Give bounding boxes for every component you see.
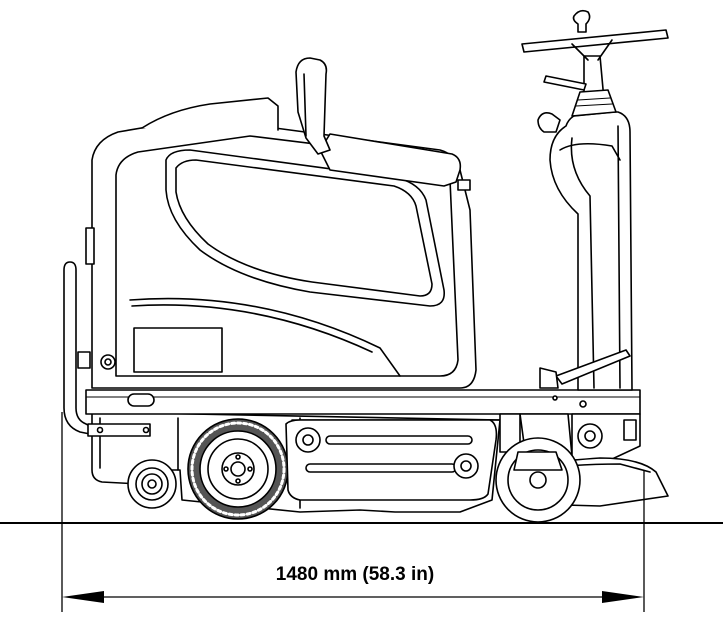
front-wheel-hub bbox=[529, 471, 547, 489]
rear-caster-hub bbox=[147, 479, 157, 489]
steering-knob bbox=[572, 9, 591, 33]
steering-boot bbox=[571, 89, 617, 117]
deck-knob-upper-center bbox=[302, 434, 314, 446]
column-side-knob bbox=[537, 112, 561, 133]
chassis-band bbox=[85, 389, 641, 415]
rear-bracket bbox=[87, 423, 151, 437]
side-window bbox=[165, 149, 446, 307]
scrub-deck-slot bbox=[325, 435, 473, 445]
rear-bumper-tube bbox=[63, 261, 91, 435]
scrub-deck-slot bbox=[305, 463, 457, 473]
body-knob-center bbox=[104, 358, 112, 366]
pedal-bracket bbox=[539, 367, 559, 389]
rear-bracket-bolt bbox=[142, 426, 150, 434]
dimension-arrow-right bbox=[602, 591, 644, 603]
lower-skirt-panel bbox=[99, 417, 501, 509]
drive-wheel-hub-center bbox=[230, 461, 246, 477]
body-swoosh-2 bbox=[131, 304, 373, 353]
label-plate bbox=[133, 327, 223, 373]
steering-wheel bbox=[521, 29, 669, 53]
brush-bracket bbox=[623, 419, 637, 441]
foot-pedal bbox=[555, 349, 631, 385]
seat-cushion bbox=[319, 133, 462, 187]
chassis-slot bbox=[127, 393, 155, 407]
steering-wheel-spoke bbox=[571, 39, 613, 61]
control-lever bbox=[543, 75, 587, 91]
rear-bracket-bolt bbox=[96, 426, 104, 434]
top-hood bbox=[141, 97, 279, 131]
steering-boot-ridge bbox=[575, 103, 613, 107]
rear-side-guard bbox=[85, 227, 95, 265]
dimension-label: 1480 mm (58.3 in) bbox=[275, 564, 435, 585]
brush-gear-center bbox=[584, 430, 596, 442]
steering-column-curve bbox=[559, 142, 621, 161]
front-wheel-fork bbox=[513, 451, 563, 471]
rear-light bbox=[77, 351, 91, 369]
drive-wheel-lug bbox=[223, 466, 229, 472]
drive-wheel-lug bbox=[235, 454, 241, 460]
seat-backrest-edge bbox=[303, 73, 307, 137]
chassis-bolt bbox=[552, 395, 558, 401]
chassis-bolt bbox=[579, 400, 587, 408]
drive-wheel-lug bbox=[247, 466, 253, 472]
drive-wheel-tread-ring bbox=[190, 421, 286, 517]
dimension-arrow-left bbox=[62, 591, 104, 603]
steering-boot-ridge bbox=[577, 97, 611, 101]
deck-knob-lower-center bbox=[460, 460, 472, 472]
side-window-inner bbox=[175, 159, 433, 297]
body-swoosh bbox=[129, 297, 401, 377]
drive-wheel-lug bbox=[235, 478, 241, 484]
seat-hinge bbox=[457, 179, 471, 191]
